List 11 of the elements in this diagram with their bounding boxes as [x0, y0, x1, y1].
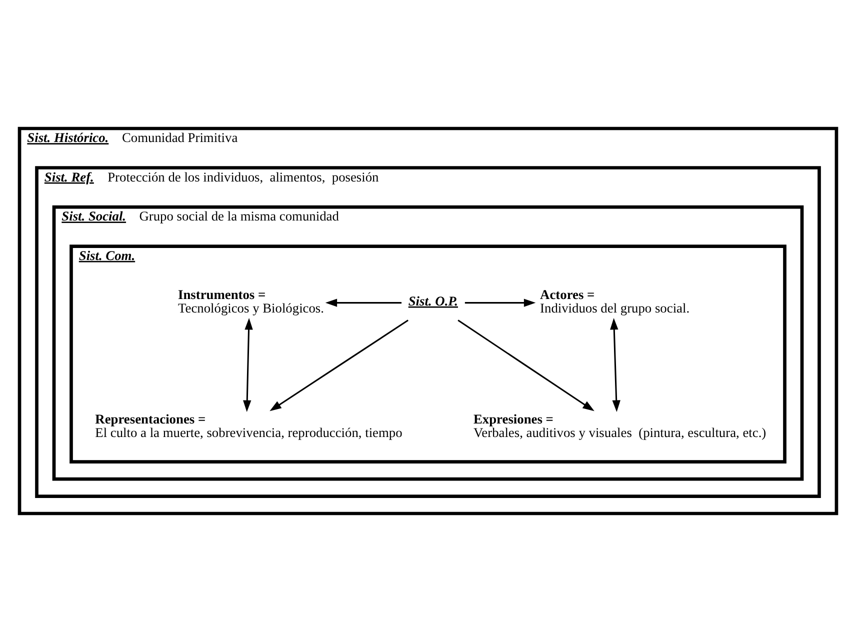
arrow	[243, 318, 253, 412]
arrow	[458, 320, 594, 412]
arrow	[464, 298, 536, 307]
arrow	[270, 320, 408, 412]
node-text: Sist. O.P.	[408, 293, 458, 308]
node-text: Representaciones = El culto a la muerte, sobrevivencia, reproducción, tiempo	[95, 412, 402, 440]
arrow	[610, 318, 620, 412]
arrow	[325, 298, 402, 307]
node-text: Expresiones = Verbales, auditivos y visuales (pintura, escultura, etc.)	[473, 412, 766, 440]
node-text: Actores = Individuos del grupo social.	[540, 287, 690, 316]
node-text: Instrumentos = Tecnológicos y Biológicos.	[178, 287, 324, 316]
